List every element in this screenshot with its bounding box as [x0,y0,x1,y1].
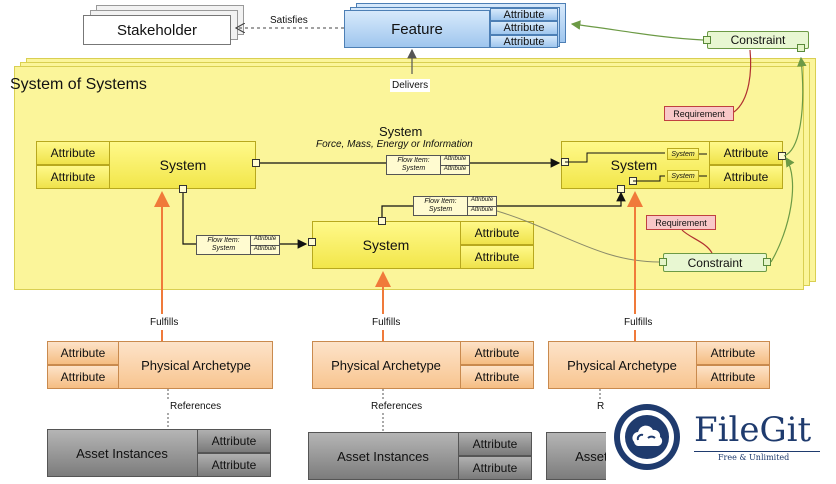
inner-constraint[interactable]: Constraint [663,253,767,272]
flow-item-top-attr2: Attribute [443,165,467,172]
top-requirement-connector [733,49,752,113]
inner-constraint-port-right [763,258,771,266]
system-middle-port-left [308,238,316,246]
flow-item-middle-line2: System [428,206,453,213]
flow-item-top-line1: Flow Item: [397,157,430,164]
system-left-attribute-2: Attribute [36,165,110,189]
flow-item-middle-attr2: Attribute [470,206,494,213]
fulfills-label-right: Fulfills [624,317,653,328]
references-label-right: R [597,401,605,412]
asset-instances-middle-attribute-1: Attribute [458,432,532,456]
delivers-label: Delivers [390,79,431,92]
stakeholder-box[interactable]: Stakeholder [83,15,231,45]
asset-instances-middle-attribute-2: Attribute [458,456,532,480]
asset-instances-left-name: Asset Instances [76,445,168,461]
flow-item-left-line1: Flow Item: [207,237,240,244]
top-requirement-label: Requirement [673,108,725,119]
inner-constraint-right-connector [770,156,795,263]
inner-constraint-middle-connector [496,210,660,263]
feature-attribute-2: Attribute [490,21,558,35]
physical-archetype-left-name: Physical Archetype [141,357,251,373]
physical-archetype-middle-attribute-2: Attribute [460,365,534,389]
references-label-middle: References [371,401,423,412]
fulfills-label-left: Fulfills [150,317,179,328]
asset-instances-left-attribute-2: Attribute [197,453,271,477]
physical-archetype-left-attribute-1: Attribute [47,341,119,365]
top-constraint[interactable]: Constraint [707,31,809,49]
system-of-systems-title: System of Systems [10,76,147,93]
flow-item-middle-attr1: Attribute [468,197,496,207]
stakeholder-label: Stakeholder [116,21,198,39]
flow-item-top-attr1: Attribute [441,156,469,166]
top-constraint-label: Constraint [730,33,786,47]
watermark-brand: FileGit [694,410,812,450]
inner-requirement[interactable]: Requirement [646,215,716,230]
system-left-name: System [159,157,207,173]
flow-item-middle-line1: Flow Item: [424,198,457,205]
flow-middle-connector [381,191,626,217]
feature-attribute-3: Attribute [490,35,558,48]
system-left-port-bottom [179,185,187,193]
asset-instances-left-attribute-1: Attribute [197,429,271,453]
asset-instances-middle-name: Asset Instances [337,448,429,464]
system-right-subsystem-2: System [667,170,699,182]
system-left-port-right [252,159,260,167]
flow-item-top-line2: System [401,165,426,172]
fulfills-connectors [154,191,643,341]
system-right-name: System [610,157,658,173]
physical-archetype-right-attribute-1: Attribute [696,341,770,365]
system-right-attribute-2: Attribute [709,165,783,189]
flow-item-left-attr2: Attribute [253,245,277,252]
system-middle-name: System [362,237,410,253]
physical-archetype-middle-attribute-1: Attribute [460,341,534,365]
watermark-divider [694,451,820,452]
system-right-constraint-connector [783,56,807,157]
inner-constraint-port-left [659,258,667,266]
system-left-attribute-1: Attribute [36,141,110,165]
feature-label: Feature [391,20,443,38]
watermark-tagline: Free & Unlimited [718,453,790,462]
constraint-feature-connector [570,20,704,41]
inner-requirement-label: Requirement [655,217,707,228]
top-constraint-port-left [703,36,711,44]
flow-item-left-line2: System [211,245,236,252]
physical-archetype-right-attribute-2: Attribute [696,365,770,389]
cloud-icon [620,410,674,464]
feature-attribute-1: Attribute [490,8,558,21]
physical-archetype-right-name: Physical Archetype [567,357,677,373]
system-flow-subtitle: Force, Mass, Energy or Information [316,139,473,150]
inner-constraint-label: Constraint [687,255,743,270]
physical-archetype-left-attribute-2: Attribute [47,365,119,389]
system-middle-port-top [378,217,386,225]
system-middle-attribute-1: Attribute [460,221,534,245]
system-right-subsystem-1: System [667,148,699,160]
flow-item-left-attr1: Attribute [251,236,279,246]
system-middle-attribute-2: Attribute [460,245,534,269]
physical-archetype-middle-name: Physical Archetype [331,357,441,373]
top-constraint-port-bottom [797,44,805,52]
system-flow-title: System [379,124,423,139]
inner-requirement-connector [681,229,713,254]
feature-box[interactable]: Feature [344,10,490,48]
satisfies-label: Satisfies [270,15,308,26]
flow-left-connector [182,193,308,249]
references-connectors [167,389,601,432]
top-requirement[interactable]: Requirement [664,106,734,121]
system-right-internal-connectors [565,152,707,182]
filegit-logo [614,404,680,470]
references-label-left: References [170,401,222,412]
fulfills-label-middle: Fulfills [372,317,401,328]
